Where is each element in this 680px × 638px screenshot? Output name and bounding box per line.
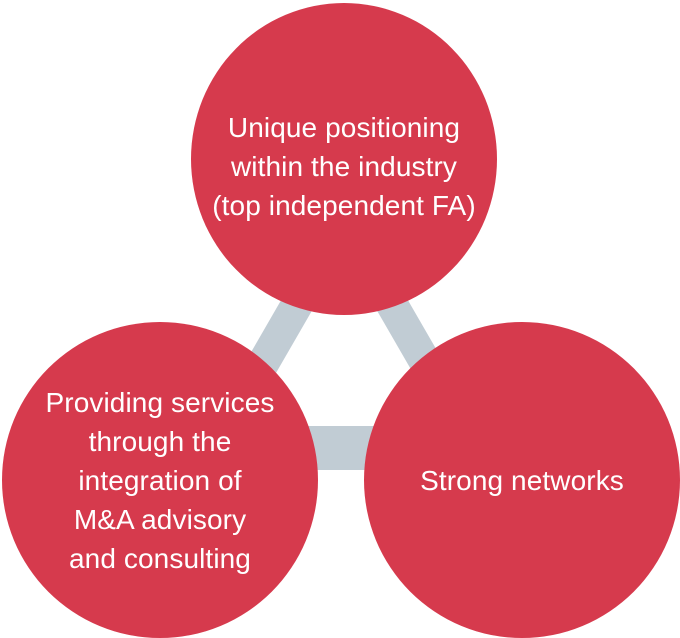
circle-strong-networks: Strong networks xyxy=(364,322,680,638)
circle-unique-positioning: Unique positioning within the industry (… xyxy=(191,3,497,315)
circle-right-label: Strong networks xyxy=(420,464,624,496)
circle-top-label: Unique positioning within the industry (… xyxy=(212,111,476,221)
circle-integrated-services: Providing services through the integrati… xyxy=(2,322,318,638)
circle-left-label: Providing services through the integrati… xyxy=(45,386,275,574)
